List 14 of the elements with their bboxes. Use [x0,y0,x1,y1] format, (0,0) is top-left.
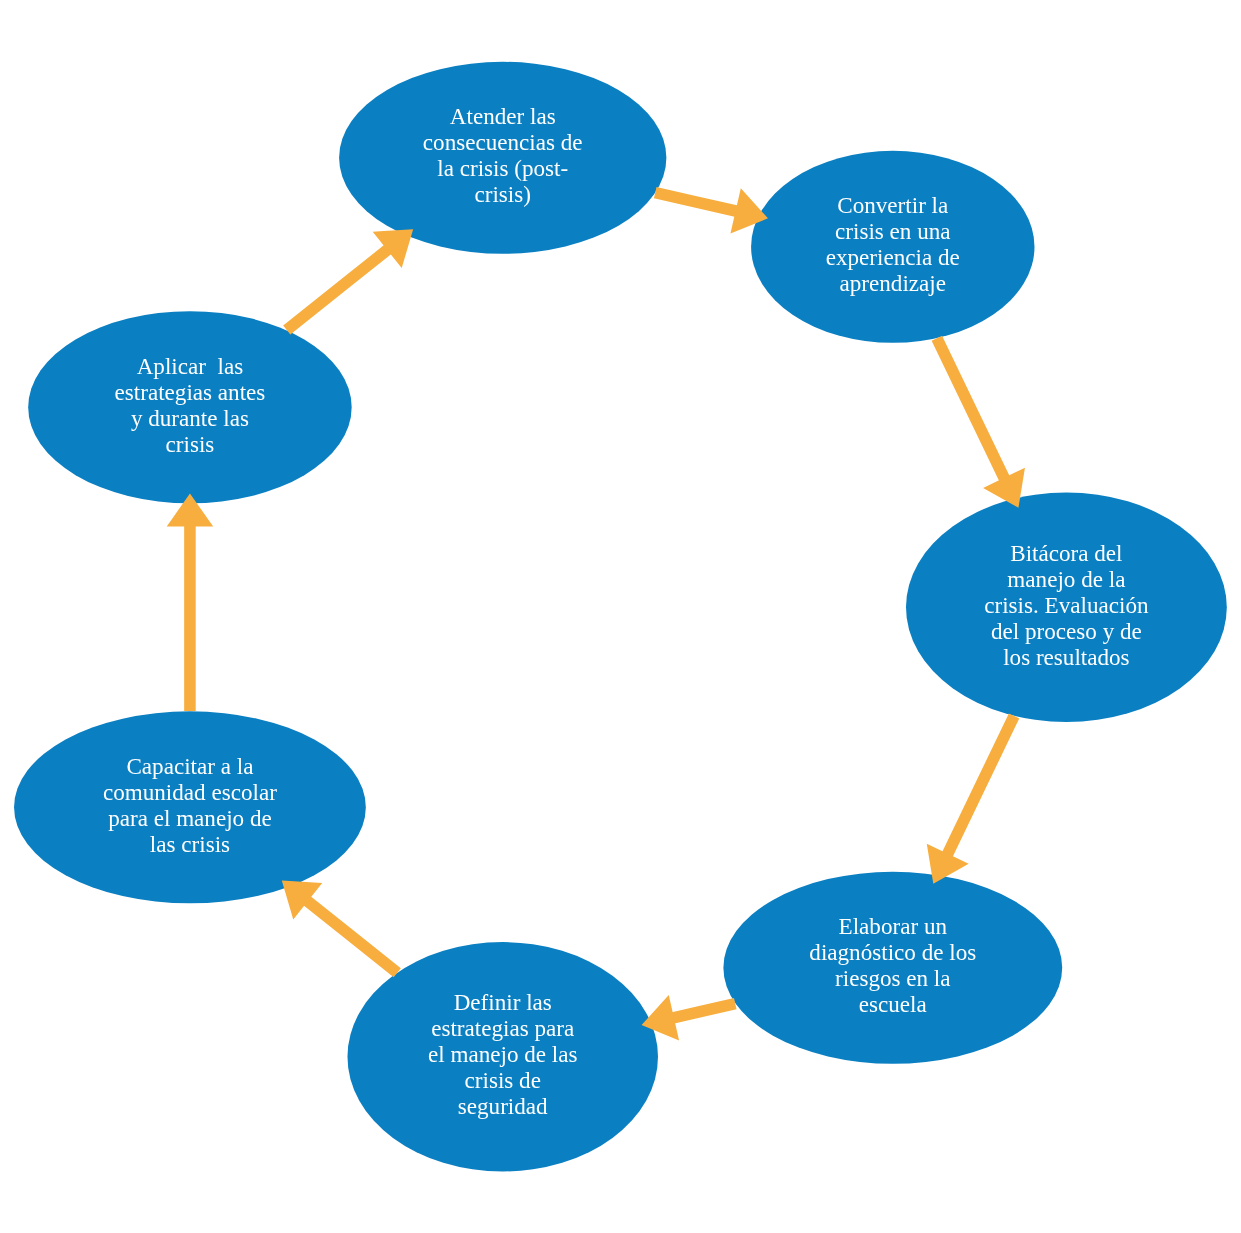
node-ellipse: Bitácora del manejo de la crisis. Evaluación del proceso y de los resultados [906,492,1227,722]
node-ellipse: Aplicar las estrategias antes y durante las crisis [28,311,352,504]
arrow [283,229,414,335]
arrow [926,713,1020,884]
arrow [653,187,768,234]
arrow [166,493,214,711]
node-ellipse: Atender las consecuencias de la crisis (post-crisis) [339,61,667,254]
node-ellipse: Convertir la crisis en una experiencia de aprendizaje [751,150,1035,343]
node-ellipse: Capacitar a la comunidad escolar para el manejo de las crisis [14,711,366,904]
node-ellipse: Definir las estrategias para el manejo de las crisis de seguridad [347,942,658,1172]
arrow [281,880,401,978]
arrow [931,335,1025,508]
node-ellipse: Elaborar un diagnóstico de los riesgos en la escuela [723,871,1063,1064]
arrow [641,995,737,1041]
